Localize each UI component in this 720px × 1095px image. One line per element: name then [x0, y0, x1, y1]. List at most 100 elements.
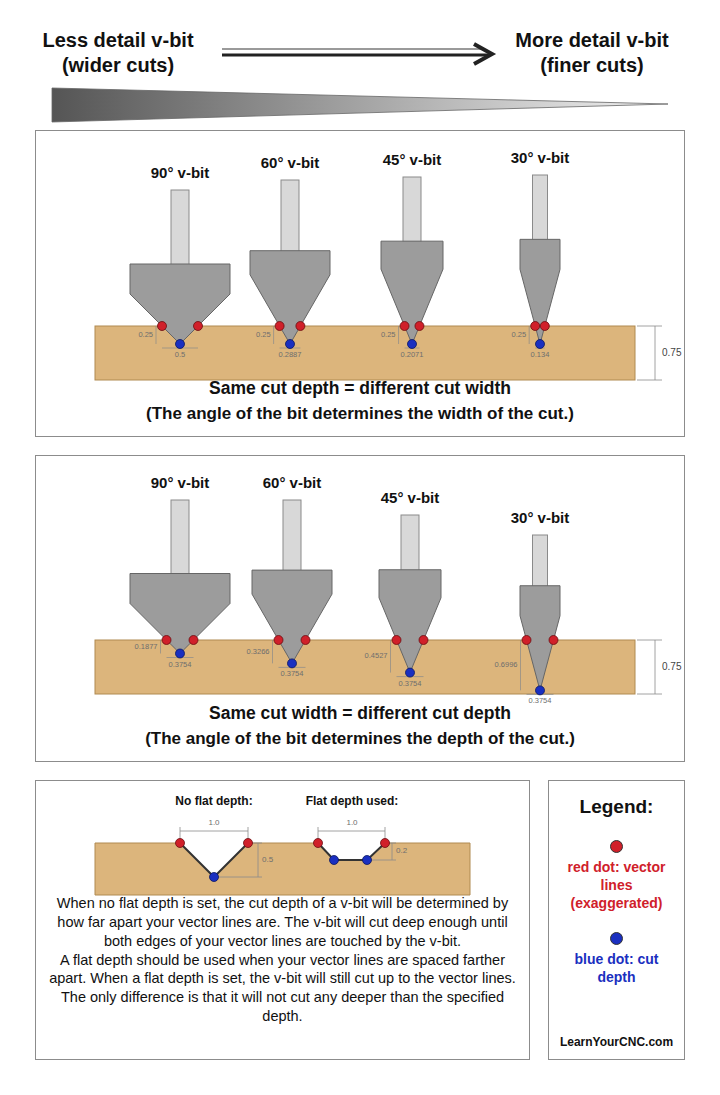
- width-dimension: 0.5: [175, 350, 185, 359]
- vector-dot: [392, 636, 401, 645]
- width-dimension: 0.3754: [399, 679, 422, 688]
- v-bit: [130, 190, 230, 349]
- panel-heading: Same cut depth = different cut width: [209, 377, 511, 400]
- panel-text: LearnYourCNC.com: [560, 1035, 673, 1051]
- v-bit: [520, 535, 560, 695]
- scale-heading: Less detail v-bit (wider cuts): [18, 28, 218, 78]
- depth-dot: [286, 340, 295, 349]
- depth-dimension: 0.1877: [135, 642, 158, 651]
- bit-name: 30° v-bit: [511, 509, 570, 528]
- depth-dot: [536, 686, 545, 695]
- depth-dot: [176, 340, 185, 349]
- vector-dot: [194, 322, 203, 331]
- legend-item: red dot: vector lines (exaggerated): [567, 840, 667, 913]
- bit-name: 30° v-bit: [511, 149, 570, 168]
- vector-dot: [522, 636, 531, 645]
- bit-shank: [171, 190, 189, 265]
- v-bit: [379, 515, 441, 677]
- bit-body: [130, 574, 230, 654]
- depth-dot: [536, 340, 545, 349]
- v-bit-row: [130, 175, 560, 349]
- bit-body: [520, 239, 560, 344]
- depth-dimension: 0.6996: [495, 660, 518, 669]
- panel-box: Same cut depth = different cut width (The…: [35, 130, 685, 437]
- panel-heading: Same cut width = different cut depth: [209, 702, 511, 725]
- legend-text: red dot: vector lines (exaggerated): [567, 858, 667, 913]
- vector-dot: [296, 322, 305, 331]
- v-bit: [252, 500, 332, 668]
- vector-dot: [301, 636, 310, 645]
- legend: red dot: vector lines (exaggerated) blue …: [567, 820, 667, 987]
- bit-shank: [401, 515, 419, 571]
- thickness-dimension: 0.75: [662, 347, 681, 360]
- width-dimension: 0.134: [531, 350, 550, 359]
- width-dimension: 1.0: [208, 818, 219, 828]
- bit-name: 90° v-bit: [151, 164, 210, 183]
- panel-text: (The angle of the bit determines the wid…: [146, 403, 574, 425]
- legend-swatch: [610, 840, 623, 853]
- flat-depth-figure: [95, 827, 470, 895]
- depth-dot: [288, 659, 297, 668]
- bit-name: 60° v-bit: [263, 474, 322, 493]
- figure-title: No flat depth:: [175, 794, 252, 809]
- bit-body: [130, 264, 230, 344]
- panel-text: (The angle of the bit determines the dep…: [145, 728, 575, 750]
- legend-text: blue dot: cut depth: [567, 950, 667, 986]
- dimension-line: [521, 640, 554, 694]
- vector-dot: [400, 322, 409, 331]
- bit-shank: [171, 500, 189, 575]
- legend-item: blue dot: cut depth: [567, 932, 667, 986]
- width-dimension: 0.3754: [169, 660, 192, 669]
- v-bit: [250, 180, 330, 349]
- depth-dimension: 0.5: [262, 855, 273, 865]
- bit-name: 60° v-bit: [261, 154, 320, 173]
- v-bit-row: [130, 500, 560, 695]
- detail-arrow: [222, 44, 492, 64]
- panel-text: A flat depth should be used when your ve…: [47, 951, 519, 1026]
- bit-shank: [403, 177, 421, 242]
- vector-dot: [162, 636, 171, 645]
- legend-swatch: [610, 932, 623, 945]
- width-dimension: 1.0: [346, 818, 357, 828]
- width-dimension: 0.2071: [401, 350, 424, 359]
- vector-dot: [275, 322, 284, 331]
- depth-dot: [176, 649, 185, 658]
- v-bit: [520, 175, 560, 349]
- depth-dot: [408, 340, 417, 349]
- bit-body: [520, 586, 560, 691]
- legend-panel: Legend:red dot: vector lines (exaggerate…: [548, 780, 685, 1060]
- bit-name: 45° v-bit: [381, 489, 440, 508]
- bit-body: [250, 251, 330, 344]
- bit-shank: [533, 175, 548, 240]
- vector-dot: [540, 322, 549, 331]
- detail-wedge: [52, 88, 668, 122]
- dimension-line: [391, 640, 424, 677]
- depth-dimension: 0.25: [256, 330, 271, 339]
- bit-name: 45° v-bit: [383, 151, 442, 170]
- v-bit: [130, 500, 230, 658]
- bit-name: 90° v-bit: [151, 474, 210, 493]
- bit-shank: [283, 500, 301, 571]
- depth-dimension: 0.2: [396, 846, 407, 856]
- vector-dot: [274, 636, 283, 645]
- depth-dimension: 0.3266: [247, 647, 270, 656]
- figure-title: Flat depth used:: [306, 794, 399, 809]
- depth-dimension: 0.4527: [365, 651, 388, 660]
- panel-heading: When no flat depth is set, the cut depth…: [47, 894, 519, 951]
- vector-dot: [549, 636, 558, 645]
- vector-dot: [415, 322, 424, 331]
- bit-shank: [533, 535, 548, 587]
- bit-shank: [281, 180, 299, 252]
- thickness-dimension: 0.75: [662, 661, 681, 674]
- depth-dimension: 0.25: [138, 330, 153, 339]
- vector-dot: [419, 636, 428, 645]
- width-dimension: 0.3754: [281, 669, 304, 678]
- panel-box: Same cut width = different cut depth (The…: [35, 455, 685, 762]
- depth-dimension: 0.25: [512, 330, 527, 339]
- bit-body: [381, 241, 443, 344]
- panel-box: When no flat depth is set, the cut depth…: [35, 780, 530, 1060]
- bit-body: [379, 570, 441, 673]
- vector-dot: [189, 636, 198, 645]
- width-dimension: 0.3754: [529, 696, 552, 705]
